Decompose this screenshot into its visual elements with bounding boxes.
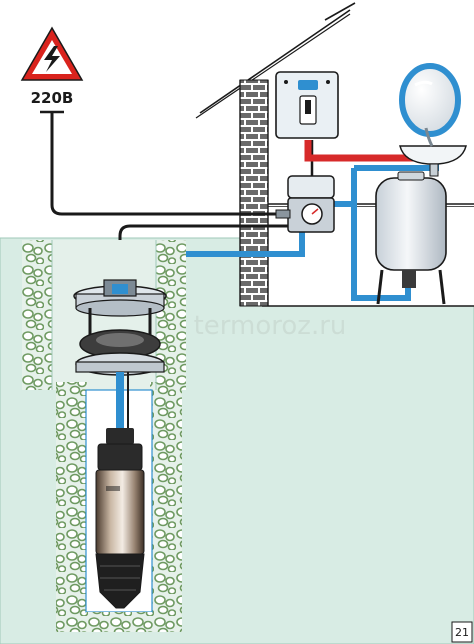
pressure-tank-icon (375, 171, 447, 305)
watermark: termoroz.ru (194, 311, 347, 341)
pressure-switch-icon (275, 175, 335, 233)
page-number-box: 21 (451, 621, 473, 643)
mirror-icon (399, 63, 461, 137)
switch-box-icon (275, 71, 339, 139)
voltage-label: 220В (31, 89, 74, 107)
submersible-pump-icon (95, 428, 145, 609)
high-voltage-warning-icon (20, 26, 84, 81)
drop-pipe (116, 372, 129, 434)
sink-icon (399, 127, 467, 177)
well-head-icon (73, 279, 167, 376)
page-number: 21 (455, 626, 469, 639)
